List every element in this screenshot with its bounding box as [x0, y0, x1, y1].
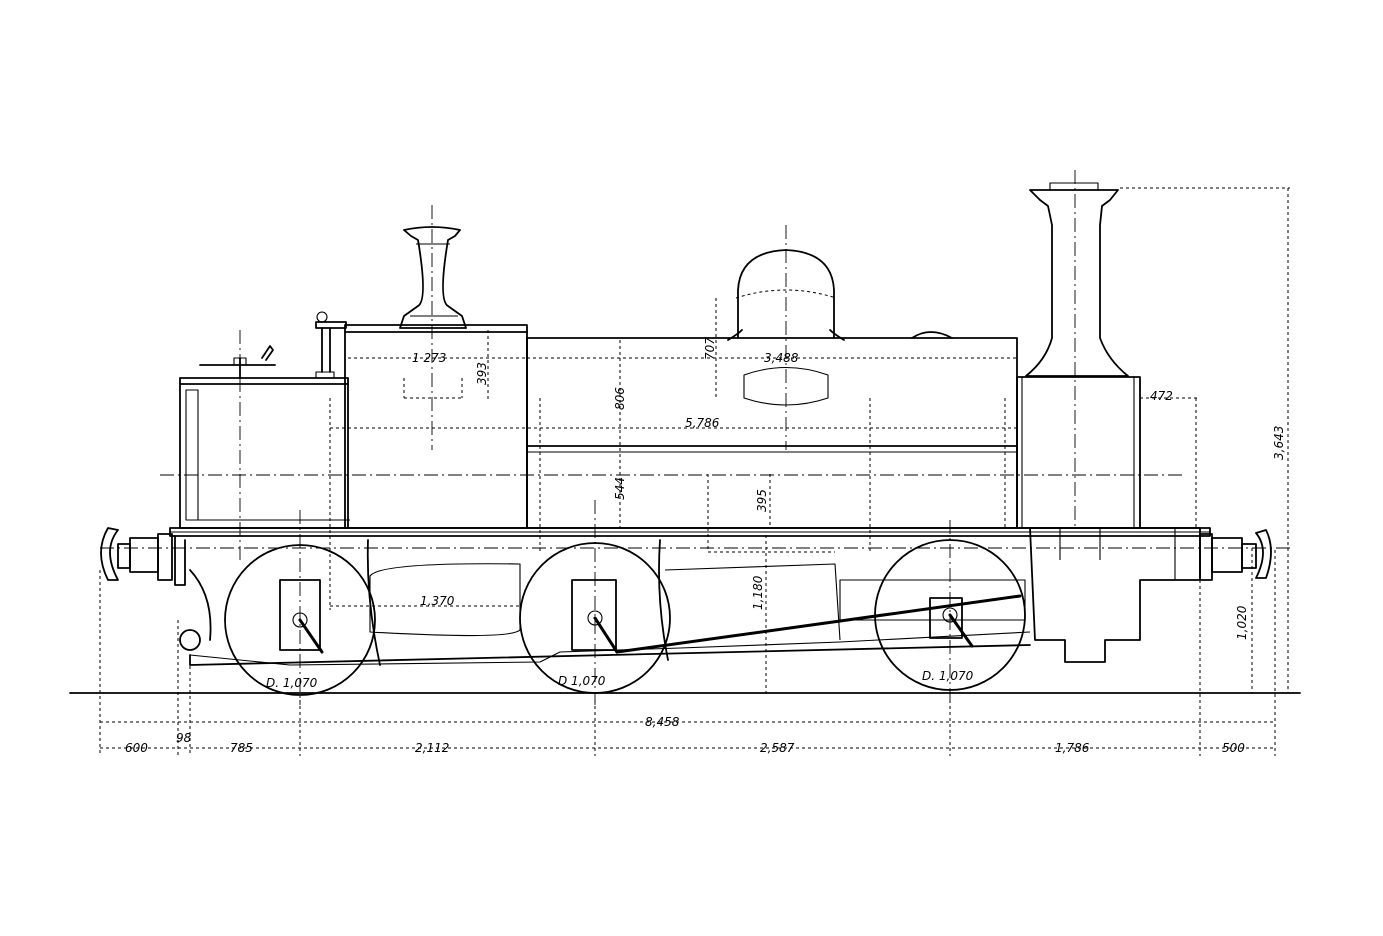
dim-safety-valve-height: 393	[475, 362, 489, 385]
dim-overall-height: 3,643	[1272, 426, 1286, 460]
wheel-labels: D. 1,070 D 1,070 D. 1,070	[266, 669, 974, 690]
dim-length-overall: 8,458	[645, 715, 680, 729]
boiler-fitting	[911, 331, 953, 339]
dim-dome-height: 707	[703, 337, 717, 360]
chimney	[1025, 182, 1129, 377]
centre-lines	[100, 170, 1290, 705]
dim-smokebox-length: 472	[1150, 389, 1173, 403]
dim-buffer-height: 1,020	[1235, 605, 1249, 640]
rear-buffer	[100, 527, 212, 651]
dim-frame-height: 395	[755, 489, 769, 512]
dim-front-overhang: 600	[125, 741, 148, 755]
dim-tank-height: 806	[613, 387, 627, 410]
front-end	[1029, 527, 1272, 663]
motion	[366, 539, 1026, 666]
wheel-label-front: D. 1,070	[922, 669, 974, 683]
smokebox	[1016, 376, 1141, 529]
dim-firebox-width: 1 273	[412, 351, 446, 365]
cab	[179, 345, 350, 529]
dim-lower-tank-height: 544	[613, 477, 627, 500]
dim-boiler-centre-height: 1,180	[751, 575, 765, 610]
wheel-label-middle: D 1,070	[558, 674, 606, 688]
wheel-label-rear: D. 1,070	[266, 676, 318, 690]
dim-side-frame-length: 1,370	[420, 594, 455, 608]
dim-rear-overhang: 785	[230, 741, 253, 755]
dim-wheelbase-front: 2,587	[760, 741, 795, 755]
dim-buffer-beam: 500	[1222, 741, 1245, 755]
dimension-lines	[99, 187, 1290, 756]
dim-tank-length: 5,786	[685, 416, 720, 430]
safety-valve	[399, 226, 467, 329]
dim-wheelbase-rear: 2,112	[415, 741, 449, 755]
dim-front-end: 1,786	[1055, 741, 1090, 755]
dim-dome-position: 3,488	[764, 351, 799, 365]
side-tank	[315, 311, 1018, 529]
dimension-labels: 8,458 600 98 785 2,112 2,587 1,786 500 4…	[125, 337, 1286, 755]
running-plate	[169, 527, 1211, 666]
dim-buffer-offset: 98	[176, 731, 192, 745]
